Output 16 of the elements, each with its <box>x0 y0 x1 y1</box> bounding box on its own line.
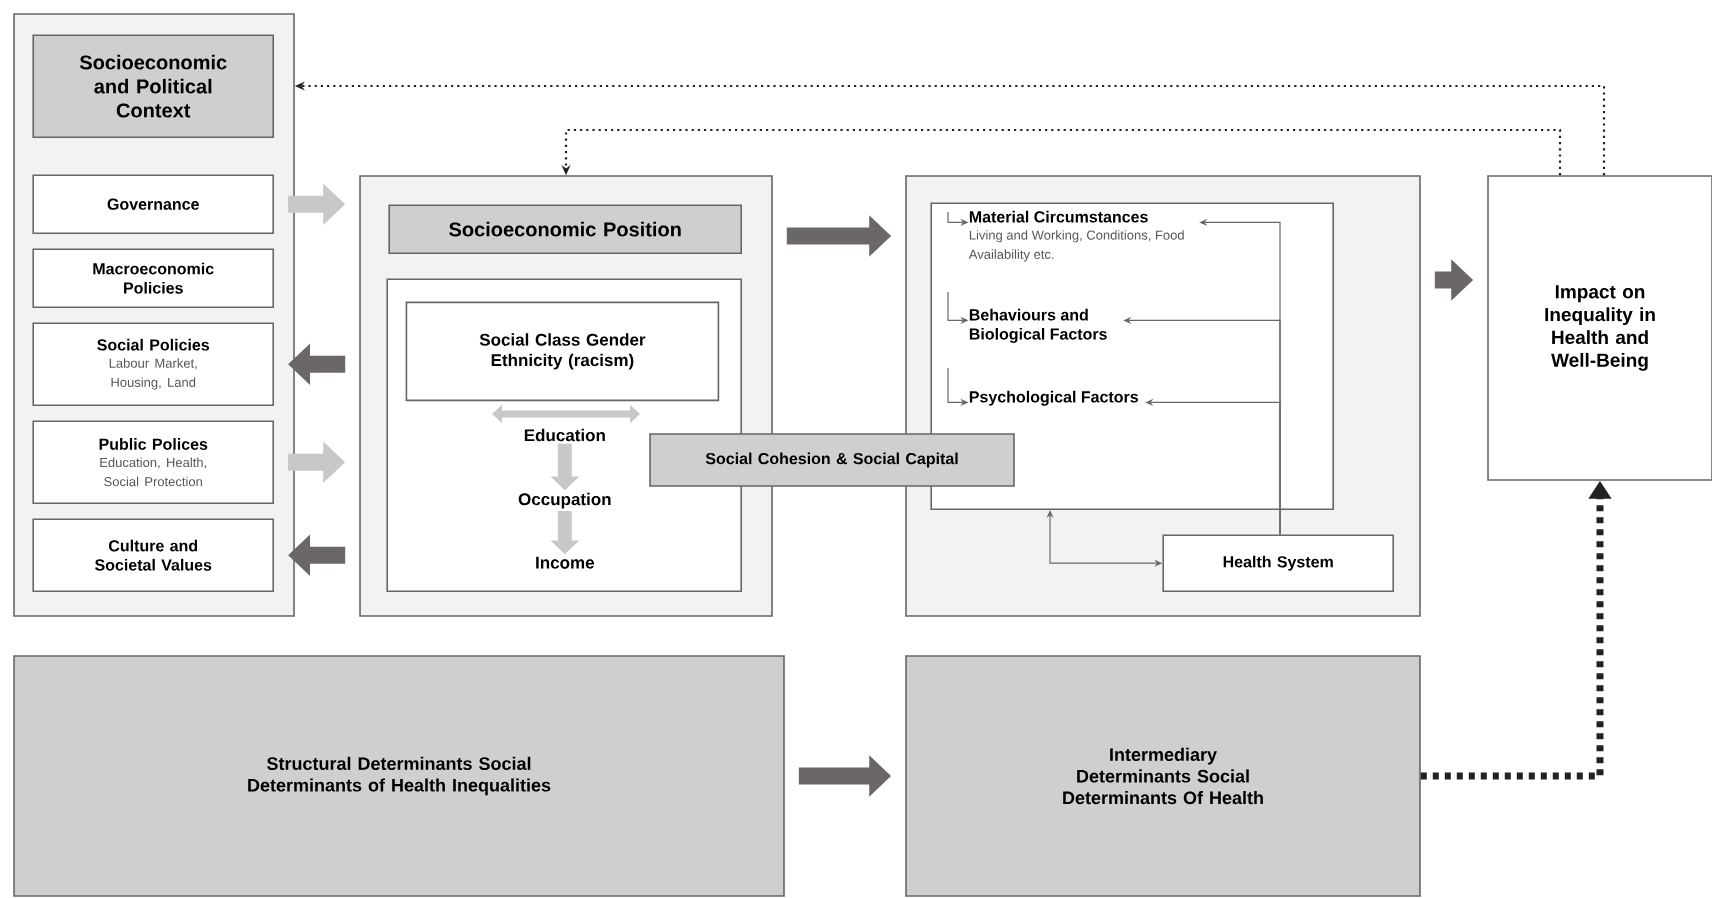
text-box: Health System <box>1162 534 1394 592</box>
text-label: Psychological Factors <box>969 390 1138 406</box>
text-box: Social Class Gender Ethnicity (racism) <box>405 301 720 402</box>
header-box: Social Cohesion & Social Capital <box>649 433 1015 487</box>
text-box: Impact on Inequality in Health and Well-Being <box>1487 175 1712 481</box>
header-box: Socioeconomic and Political Context <box>32 34 275 138</box>
text-box: Governance <box>32 174 275 234</box>
text-label: Behaviours and Biological Factors <box>969 308 1107 343</box>
text-box: Culture and Societal Values <box>32 518 275 592</box>
header-box: Structural Determinants Social Determinants of Health Inequalities <box>13 655 785 897</box>
header-box: Intermediary Determinants Social Determinants Of Health <box>905 655 1421 897</box>
text-label: Occupation <box>518 492 611 509</box>
header-box: Socioeconomic Position <box>388 204 742 254</box>
text-label: Income <box>536 556 594 569</box>
text-label: Education <box>524 428 605 442</box>
text-box: Macroeconomic Policies <box>32 248 275 308</box>
